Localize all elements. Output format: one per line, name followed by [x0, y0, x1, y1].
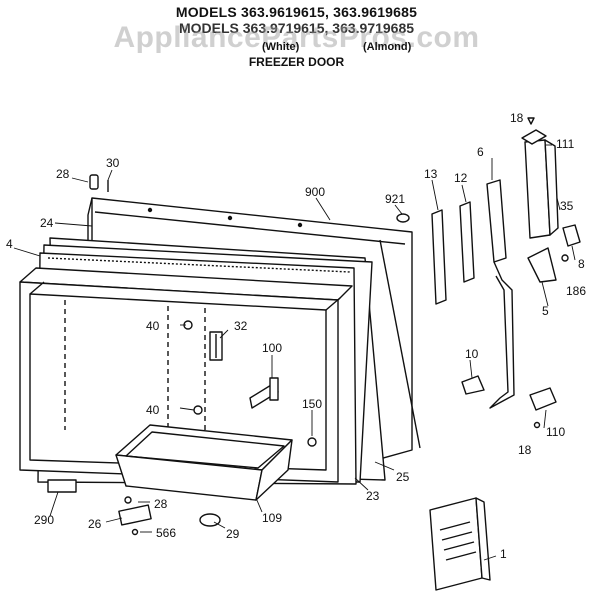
label-28-lower: 28 — [154, 497, 168, 511]
label-23: 23 — [366, 489, 380, 503]
variant-white: (White) — [262, 41, 300, 53]
label-566: 566 — [156, 526, 176, 540]
label-1: 1 — [500, 547, 507, 561]
label-186: 186 — [566, 284, 586, 298]
label-921: 921 — [385, 192, 405, 206]
owner-manual — [429, 497, 491, 591]
label-25: 25 — [396, 470, 410, 484]
label-6: 6 — [477, 145, 484, 159]
label-28: 28 — [56, 167, 70, 181]
label-10: 10 — [465, 347, 479, 361]
label-109: 109 — [262, 511, 282, 525]
label-5: 5 — [542, 304, 549, 318]
models-heading-2: MODELS 363.9719615, 363.9719685 — [178, 20, 415, 36]
variant-almond: (Almond) — [363, 41, 412, 53]
label-110: 110 — [546, 425, 565, 439]
label-29: 29 — [226, 527, 240, 541]
label-290: 290 — [34, 513, 54, 527]
label-30: 30 — [106, 156, 120, 170]
door-liner — [19, 267, 353, 483]
label-18: 18 — [510, 111, 524, 125]
label-26: 26 — [88, 517, 102, 531]
label-150: 150 — [302, 397, 322, 411]
part-labels: 28 30 24 4 900 921 13 12 6 18 111 35 8 1… — [6, 111, 586, 561]
label-18-lower: 18 — [518, 443, 532, 457]
leader-lines — [13, 144, 576, 561]
label-100: 100 — [262, 341, 282, 355]
label-35: 35 — [560, 199, 574, 213]
diagram-title: FREEZER DOOR — [248, 55, 345, 69]
label-12: 12 — [454, 171, 468, 185]
label-8: 8 — [578, 257, 585, 271]
watermark: AppliancePartsPros.com — [113, 21, 480, 54]
label-900: 900 — [305, 185, 325, 199]
label-40-top: 40 — [146, 319, 160, 333]
freezer-tray — [115, 424, 293, 501]
models-heading-1: MODELS 363.9619615, 363.9619685 — [175, 4, 418, 20]
label-32: 32 — [234, 319, 248, 333]
label-4: 4 — [6, 237, 13, 251]
label-24: 24 — [40, 216, 54, 230]
label-111: 111 — [556, 137, 575, 151]
label-13: 13 — [424, 167, 438, 181]
label-40-bottom: 40 — [146, 403, 160, 417]
door-side-strips — [431, 139, 559, 409]
small-hardware — [47, 117, 581, 536]
